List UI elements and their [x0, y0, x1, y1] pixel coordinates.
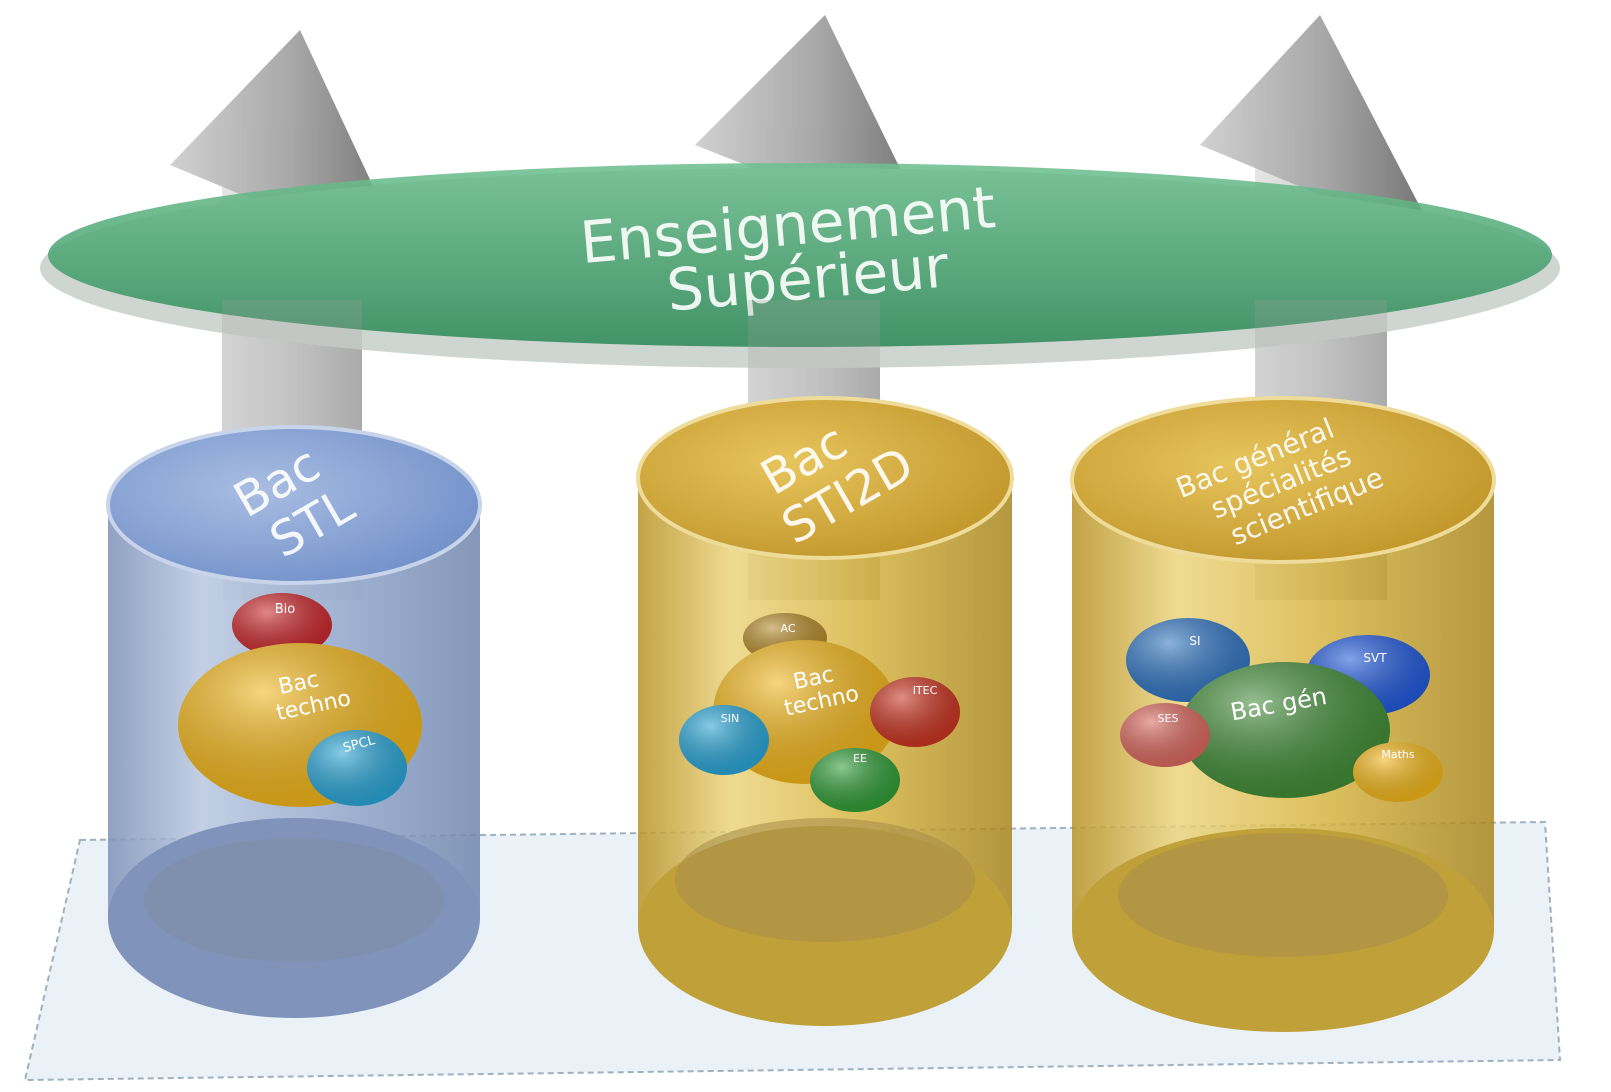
- svg-text:SES: SES: [1158, 712, 1179, 725]
- svg-text:Maths: Maths: [1381, 748, 1415, 761]
- svg-text:SVT: SVT: [1363, 651, 1387, 665]
- bubble-bio: Bio: [232, 593, 332, 657]
- bubble-bac-gen: Bac gén: [1180, 662, 1390, 798]
- bubble-maths: Maths: [1353, 742, 1443, 802]
- svg-text:EE: EE: [853, 752, 867, 765]
- svg-text:ITEC: ITEC: [913, 684, 938, 697]
- cylinder-bac-stl: Bac STL Bio Bac techno SPCL: [106, 425, 482, 1018]
- bubble-ses: SES: [1120, 703, 1210, 767]
- bubble-sin: SIN: [679, 705, 769, 775]
- svg-text:SIN: SIN: [721, 712, 739, 725]
- svg-text:Bio: Bio: [275, 602, 296, 617]
- bubble-itec: ITEC: [870, 677, 960, 747]
- cylinder-bac-general: Bac général spécialités scientifique SI …: [1070, 396, 1496, 1032]
- cylinder-bac-sti2d: Bac STI2D AC Bac techno ITEC SIN: [636, 396, 1014, 1026]
- svg-text:AC: AC: [780, 622, 795, 635]
- bubble-ee: EE: [810, 748, 900, 812]
- svg-text:SI: SI: [1189, 634, 1200, 648]
- higher-education-ellipse: Enseignement Supérieur: [40, 163, 1560, 368]
- bubble-spcl: SPCL: [307, 730, 407, 806]
